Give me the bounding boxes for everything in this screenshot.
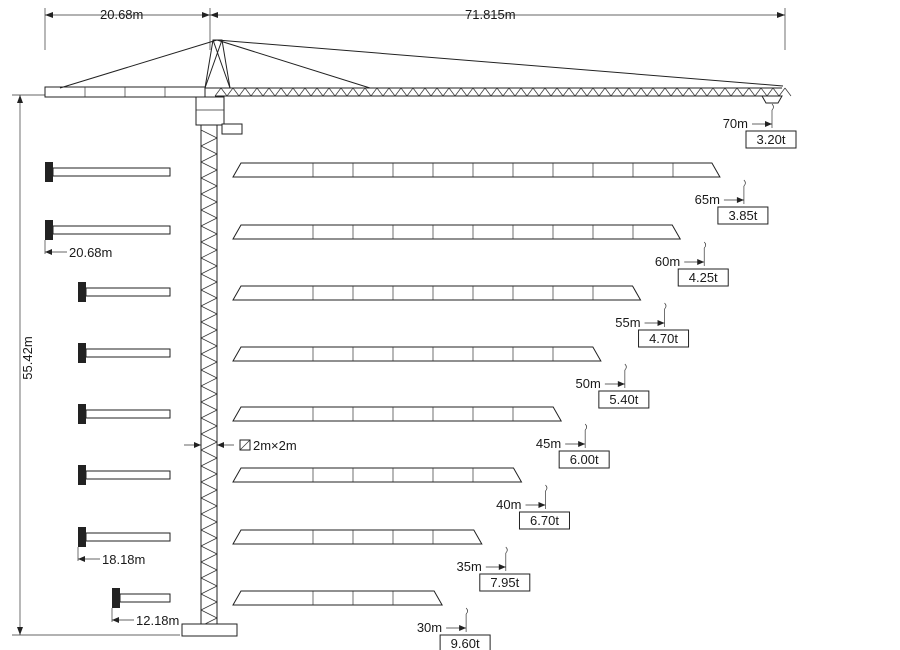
jib-length-label: 71.815m (465, 7, 516, 22)
radius-label: 35m (457, 559, 482, 574)
counterweight (112, 588, 120, 608)
counterweight (78, 527, 86, 547)
jib-configuration-row: 30m 9.60t (232, 590, 491, 650)
capacity-box (598, 390, 650, 409)
counter-jib-row (78, 404, 171, 424)
hook-icon (465, 607, 468, 615)
hook-icon (771, 103, 774, 111)
counter-jib-length-label: 20.68m (100, 7, 143, 22)
radius-label: 50m (576, 376, 601, 391)
jib-section (232, 406, 563, 422)
capacity-label: 6.70t (530, 513, 559, 528)
counter-jib-arm (85, 409, 171, 419)
radius-label: 65m (695, 192, 720, 207)
height-dimension-line (12, 94, 180, 636)
counter-jib-arm (85, 532, 171, 542)
jib-section (232, 590, 443, 606)
cab-turntable (195, 96, 243, 135)
radius-label: 60m (655, 254, 680, 269)
tower-base (181, 623, 238, 637)
capacity-label: 4.25t (689, 270, 718, 285)
capacity-label: 7.95t (490, 575, 519, 590)
radius-label: 40m (496, 497, 521, 512)
capacity-box (677, 268, 729, 287)
jib-section (232, 467, 523, 483)
capacity-box (717, 206, 769, 225)
capacity-label: 4.70t (649, 331, 678, 346)
counter-jib-row: 12.18m (111, 588, 179, 628)
counter-jib-row (78, 282, 171, 302)
counter-jib-arm (119, 593, 171, 603)
counter-jib-row (45, 162, 171, 182)
capacity-label: 3.85t (728, 208, 757, 223)
capacity-box (638, 329, 690, 348)
counterweight (78, 404, 86, 424)
counter-jib-option-label: 12.18m (136, 613, 179, 628)
capacity-box (558, 450, 610, 469)
apex-tie-rods (59, 39, 784, 89)
jib-configuration-row: 35m 7.95t (232, 529, 531, 592)
counter-jib-option-label: 20.68m (69, 245, 112, 260)
radius-label: 70m (723, 116, 748, 131)
hook-icon (584, 423, 588, 431)
trolley (761, 95, 783, 104)
counter-jib-rows: 20.68m 18.18m 12.18m (44, 162, 179, 628)
capacity-label: 3.20t (757, 132, 786, 147)
top-dimension-lines (44, 8, 786, 50)
radius-label: 45m (536, 436, 561, 451)
radius-label: 55m (615, 315, 640, 330)
counter-jib-arm (85, 348, 171, 358)
jib-configuration-row: 65m 3.85t (232, 162, 769, 225)
hook-icon (703, 241, 707, 249)
jib-configuration-row: 40m 6.70t (232, 467, 570, 530)
main-jib (214, 87, 792, 97)
counterweight (78, 282, 86, 302)
counter-jib-arm (85, 287, 171, 297)
counter-jib-arm (85, 470, 171, 480)
capacity-label: 6.00t (570, 452, 599, 467)
counterweight (78, 465, 86, 485)
counter-jib-row (78, 343, 171, 363)
height-label: 55.42m (20, 336, 35, 379)
capacity-box (518, 511, 570, 530)
capacity-box (745, 130, 797, 149)
hook-icon (545, 484, 548, 492)
tower-section-label: 2m×2m (253, 438, 297, 453)
counter-jib-row: 20.68m (44, 220, 171, 260)
jib-configuration-row: 60m 4.25t (232, 224, 729, 287)
counter-jib-option-label: 18.18m (102, 552, 145, 567)
counterweight (45, 220, 53, 240)
counter-jib (44, 86, 206, 98)
capacity-box (479, 573, 531, 592)
jib-section (232, 346, 602, 362)
counter-jib-arm (52, 225, 171, 235)
capacity-box (439, 634, 491, 650)
tower-section-arrow (184, 439, 251, 451)
jib-configuration-row: 55m 4.70t (232, 285, 690, 348)
counterweight (45, 162, 53, 182)
capacity-label: 9.60t (451, 636, 480, 650)
hook-icon (624, 363, 627, 371)
counter-jib-row (78, 465, 171, 485)
jib-section (232, 285, 642, 301)
radius-label: 30m (417, 620, 442, 635)
tower-mast (200, 125, 218, 630)
jib-configuration-row: 70m 3.20t (723, 95, 797, 149)
counterweight (78, 343, 86, 363)
hook-icon (664, 302, 667, 310)
hook-icon (505, 546, 508, 554)
jib-section (232, 224, 682, 240)
jib-section (232, 162, 721, 178)
jib-configuration-row: 50m 5.40t (232, 346, 650, 409)
jib-configuration-rows: 70m 3.20t 65m 3.85t 60m 4.25t 55m 4.70t 50m 5.40t… (232, 95, 797, 650)
jib-configuration-row: 45m 6.00t (232, 406, 610, 469)
jib-section (232, 529, 483, 545)
counter-jib-arm (52, 167, 171, 177)
capacity-label: 5.40t (609, 392, 638, 407)
hook-icon (743, 179, 746, 187)
counter-jib-row: 18.18m (77, 527, 171, 567)
